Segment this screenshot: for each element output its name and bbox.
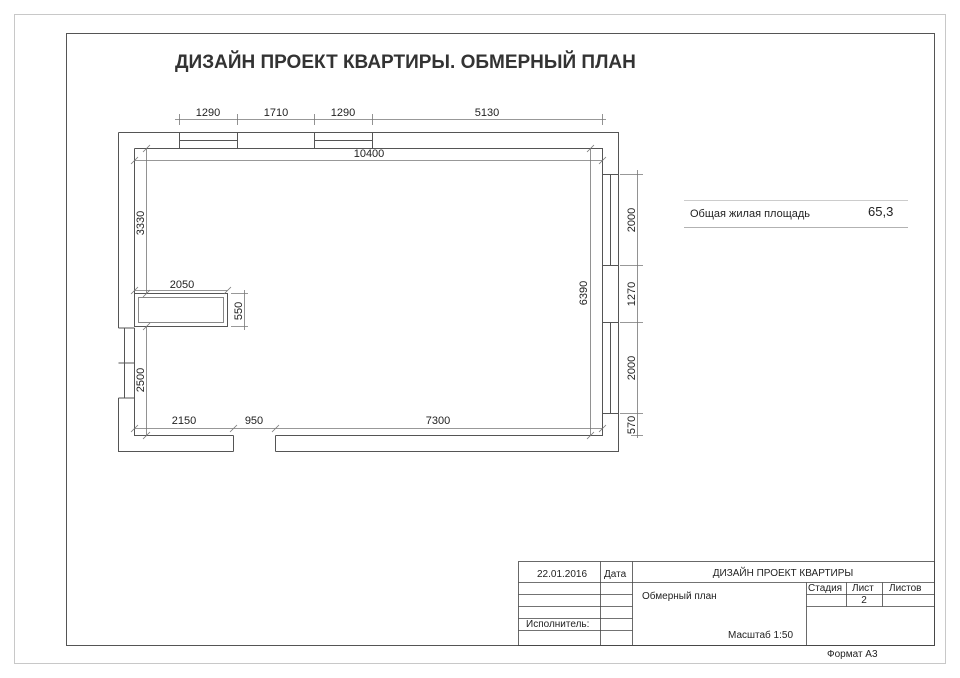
stamp-date-value: 22.01.2016 bbox=[537, 569, 587, 580]
dim-door-opening: 950 bbox=[245, 415, 263, 427]
dim-left-lower: 2500 bbox=[135, 368, 147, 392]
dim-line-left-lower bbox=[142, 322, 151, 440]
wall-niche-inner bbox=[138, 297, 224, 323]
stamp-sheet-label: Лист bbox=[852, 583, 874, 594]
wall-niche bbox=[134, 293, 228, 327]
stamp-scale: Масштаб 1:50 bbox=[728, 629, 793, 641]
dimension-lines bbox=[130, 114, 643, 440]
dim-top-gap-2: 5130 bbox=[475, 107, 499, 119]
stamp-stage-label: Стадия bbox=[808, 583, 842, 594]
dimension-labels: 1290 1710 1290 5130 10400 3330 2050 550 … bbox=[135, 107, 638, 434]
dim-top-window-1: 1290 bbox=[196, 107, 220, 119]
stamp-sheets-label: Листов bbox=[889, 583, 922, 594]
dim-right-height: 6390 bbox=[578, 281, 590, 305]
dim-line-left-upper bbox=[142, 144, 151, 298]
stamp-format: Формат А3 bbox=[827, 649, 878, 660]
stamp-project-title: ДИЗАЙН ПРОЕКТ КВАРТИРЫ bbox=[713, 566, 854, 579]
right-window-2 bbox=[602, 322, 619, 414]
title-block: 22.01.2016 Дата ДИЗАЙН ПРОЕКТ КВАРТИРЫ С… bbox=[518, 561, 935, 660]
dim-right-window-2: 2000 bbox=[626, 356, 638, 380]
dim-line-niche bbox=[130, 286, 232, 295]
floor-plan bbox=[118, 132, 619, 452]
dim-bottom-left: 2150 bbox=[172, 415, 196, 427]
area-summary: Общая жилая площадь 65,3 bbox=[684, 200, 908, 228]
dim-top-window-2: 1290 bbox=[331, 107, 355, 119]
dim-left-upper: 3330 bbox=[135, 211, 147, 235]
dim-line-overall bbox=[130, 156, 607, 165]
dim-niche-depth: 550 bbox=[233, 302, 245, 320]
dim-line-right-height bbox=[586, 144, 595, 440]
top-window-2 bbox=[314, 132, 373, 149]
inner-wall-outline bbox=[134, 148, 603, 436]
page-title: ДИЗАЙН ПРОЕКТ КВАРТИРЫ. ОБМЕРНЫЙ ПЛАН bbox=[175, 51, 636, 73]
dim-line-right-chain bbox=[620, 170, 643, 438]
dim-niche-length: 2050 bbox=[170, 279, 194, 291]
outer-wall-outline bbox=[118, 132, 619, 452]
right-window-1 bbox=[602, 174, 619, 266]
area-value: 65,3 bbox=[868, 204, 893, 219]
stamp-date-label: Дата bbox=[604, 569, 627, 580]
stamp-sheet-number: 2 bbox=[861, 595, 867, 606]
dim-overall-width: 10400 bbox=[354, 148, 385, 160]
dim-bottom-right: 7300 bbox=[426, 415, 450, 427]
dim-line-top-chain bbox=[175, 114, 606, 125]
top-window-1 bbox=[179, 132, 238, 149]
stamp-sheet-name: Обмерный план bbox=[642, 590, 717, 602]
outer-border bbox=[14, 14, 946, 664]
stamp-frame bbox=[518, 561, 935, 646]
dim-right-pier: 1270 bbox=[626, 282, 638, 306]
left-window bbox=[118, 327, 135, 399]
dim-line-bottom-chain bbox=[130, 424, 607, 433]
dim-right-window-1: 2000 bbox=[626, 208, 638, 232]
drawing-frame bbox=[66, 33, 935, 646]
dim-right-corner: 570 bbox=[626, 416, 638, 434]
dim-top-gap-1: 1710 bbox=[264, 107, 288, 119]
stamp-performer-label: Исполнитель: bbox=[526, 619, 589, 630]
area-label: Общая жилая площадь bbox=[690, 208, 810, 220]
dim-line-niche-depth bbox=[231, 290, 248, 330]
